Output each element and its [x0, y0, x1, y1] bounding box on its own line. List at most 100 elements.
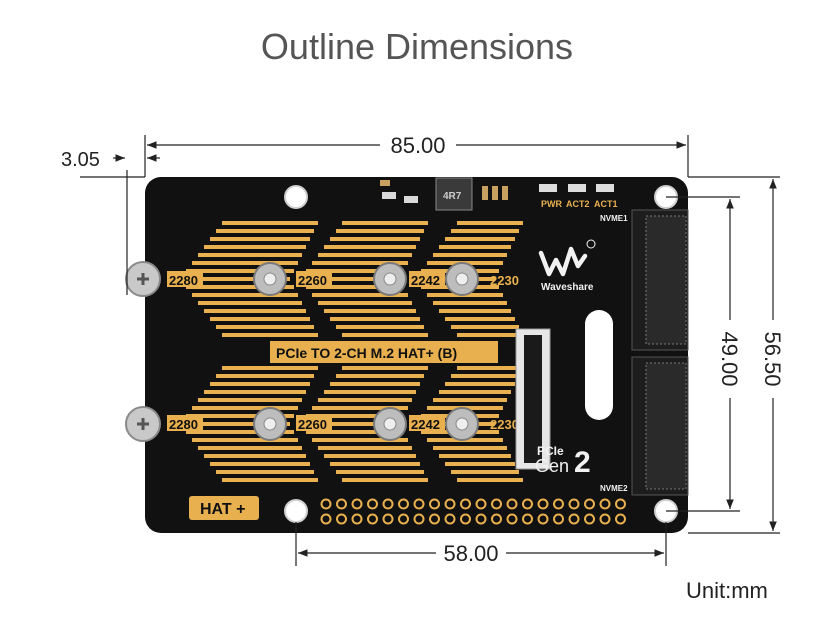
inductor-marking: 4R7 — [443, 191, 462, 202]
dimension-label-board-height: 56.50 — [760, 331, 785, 386]
gold-stripe — [306, 269, 404, 273]
gold-stripe — [439, 309, 511, 313]
gpio-pin — [460, 513, 471, 525]
m2-connector-nvme1-pins — [645, 215, 687, 345]
gold-stripe — [186, 285, 294, 289]
standoff-hole — [383, 417, 397, 431]
gold-stripe — [204, 454, 306, 458]
gold-stripe — [330, 317, 420, 321]
brand-name: Waveshare — [541, 282, 594, 293]
gold-stripe — [204, 245, 306, 249]
gold-stripe — [445, 462, 515, 466]
size-label-bottom-2280: 2280 — [169, 417, 198, 432]
gold-stripe — [330, 382, 420, 386]
waveshare-logo-mark — [538, 246, 588, 277]
gold-stripe — [204, 309, 306, 313]
gpio-pin — [320, 498, 332, 510]
side-screws — [125, 261, 161, 442]
status-leds: PWR ACT2 ACT1 — [539, 184, 618, 209]
gold-stripe — [433, 301, 507, 305]
size-label-bg — [409, 271, 445, 287]
capacitor — [404, 196, 418, 203]
size-label-top-2230: 2230 — [490, 273, 519, 288]
size-label-bottom-2230: 2230 — [490, 417, 519, 432]
standoff-hole — [263, 417, 277, 431]
gold-stripe — [312, 438, 408, 442]
gold-stripe — [198, 301, 302, 305]
size-label-bg — [409, 415, 445, 431]
gold-stripe — [457, 478, 523, 482]
gold-stripe — [306, 414, 404, 418]
gold-stripe — [342, 333, 428, 337]
product-label-bg — [270, 341, 498, 363]
size-label-top-2242: 2242 — [411, 273, 440, 288]
led-label-act1: ACT1 — [594, 199, 618, 209]
gold-stripe — [216, 325, 314, 329]
gpio-pin — [351, 513, 363, 525]
gold-stripe — [330, 237, 420, 241]
unit-label: Unit:mm — [686, 578, 768, 603]
gpio-pin — [522, 498, 533, 510]
gpio-pin — [382, 498, 394, 510]
gold-stripe — [342, 366, 428, 370]
led-pwr — [539, 184, 557, 192]
gold-stripe — [192, 293, 298, 297]
dimension-label-hole-horizontal: 58.00 — [443, 541, 498, 566]
capacitor — [382, 192, 396, 199]
gpio-pin — [553, 513, 564, 525]
led-label-act2: ACT2 — [566, 199, 590, 209]
standoff-hole — [383, 272, 397, 286]
capacitor — [492, 186, 498, 200]
gpio-pin — [367, 513, 378, 525]
size-label-bottom-2260: 2260 — [298, 417, 327, 432]
gold-stripe — [324, 245, 416, 249]
gpio-pin — [398, 498, 409, 510]
size-label-bg — [167, 271, 203, 287]
gpio-pin — [568, 498, 580, 510]
gold-stripe — [433, 253, 507, 257]
ffc-connector — [515, 328, 551, 470]
gpio-pin — [351, 498, 363, 510]
gold-stripe — [324, 309, 416, 313]
size-label-top-2260: 2260 — [298, 273, 327, 288]
pcie-gen-logo: PCIe Gen 2 — [535, 444, 591, 479]
gold-stripe — [312, 406, 408, 410]
standoff-hole — [455, 272, 469, 286]
smd-components: 4R7 — [380, 177, 508, 211]
gpio-pin — [491, 498, 502, 510]
size-labels-top: 2280 2260 2242 2230 — [167, 271, 519, 288]
gpio-pin — [475, 513, 487, 525]
gold-stripe — [192, 406, 298, 410]
gpio-pin — [413, 498, 425, 510]
standoff-hole — [263, 272, 277, 286]
mounting-hole-bottom-left — [284, 499, 308, 523]
gold-stripe — [186, 430, 294, 434]
gold-stripe — [451, 229, 519, 233]
gold-stripe — [439, 245, 511, 249]
gold-stripe — [324, 390, 416, 394]
gold-stripe — [186, 269, 294, 273]
gpio-pin — [336, 513, 347, 525]
gold-stripe — [312, 261, 408, 265]
m2-connector-nvme2-pins — [645, 362, 687, 490]
gpio-pin — [599, 513, 611, 525]
gpio-pin — [398, 513, 409, 525]
gen-text: Gen — [535, 456, 569, 476]
registered-mark — [586, 239, 596, 249]
dimension-label-width: 85.00 — [390, 133, 445, 158]
gold-stripe — [336, 229, 424, 233]
capacitor — [502, 186, 508, 200]
size-label-bg — [167, 415, 203, 431]
size-label-bg — [296, 271, 332, 287]
gold-stripe — [457, 366, 523, 370]
gold-stripe — [210, 237, 310, 241]
gold-stripe — [300, 277, 400, 281]
gold-stripe — [451, 325, 519, 329]
screw-cross-icon — [137, 273, 149, 285]
gold-stripe — [451, 374, 519, 378]
gold-stripe — [180, 422, 290, 426]
gold-stripe — [445, 382, 515, 386]
gold-stripe — [330, 462, 420, 466]
gold-stripe — [336, 374, 424, 378]
gold-stripe — [222, 478, 318, 482]
